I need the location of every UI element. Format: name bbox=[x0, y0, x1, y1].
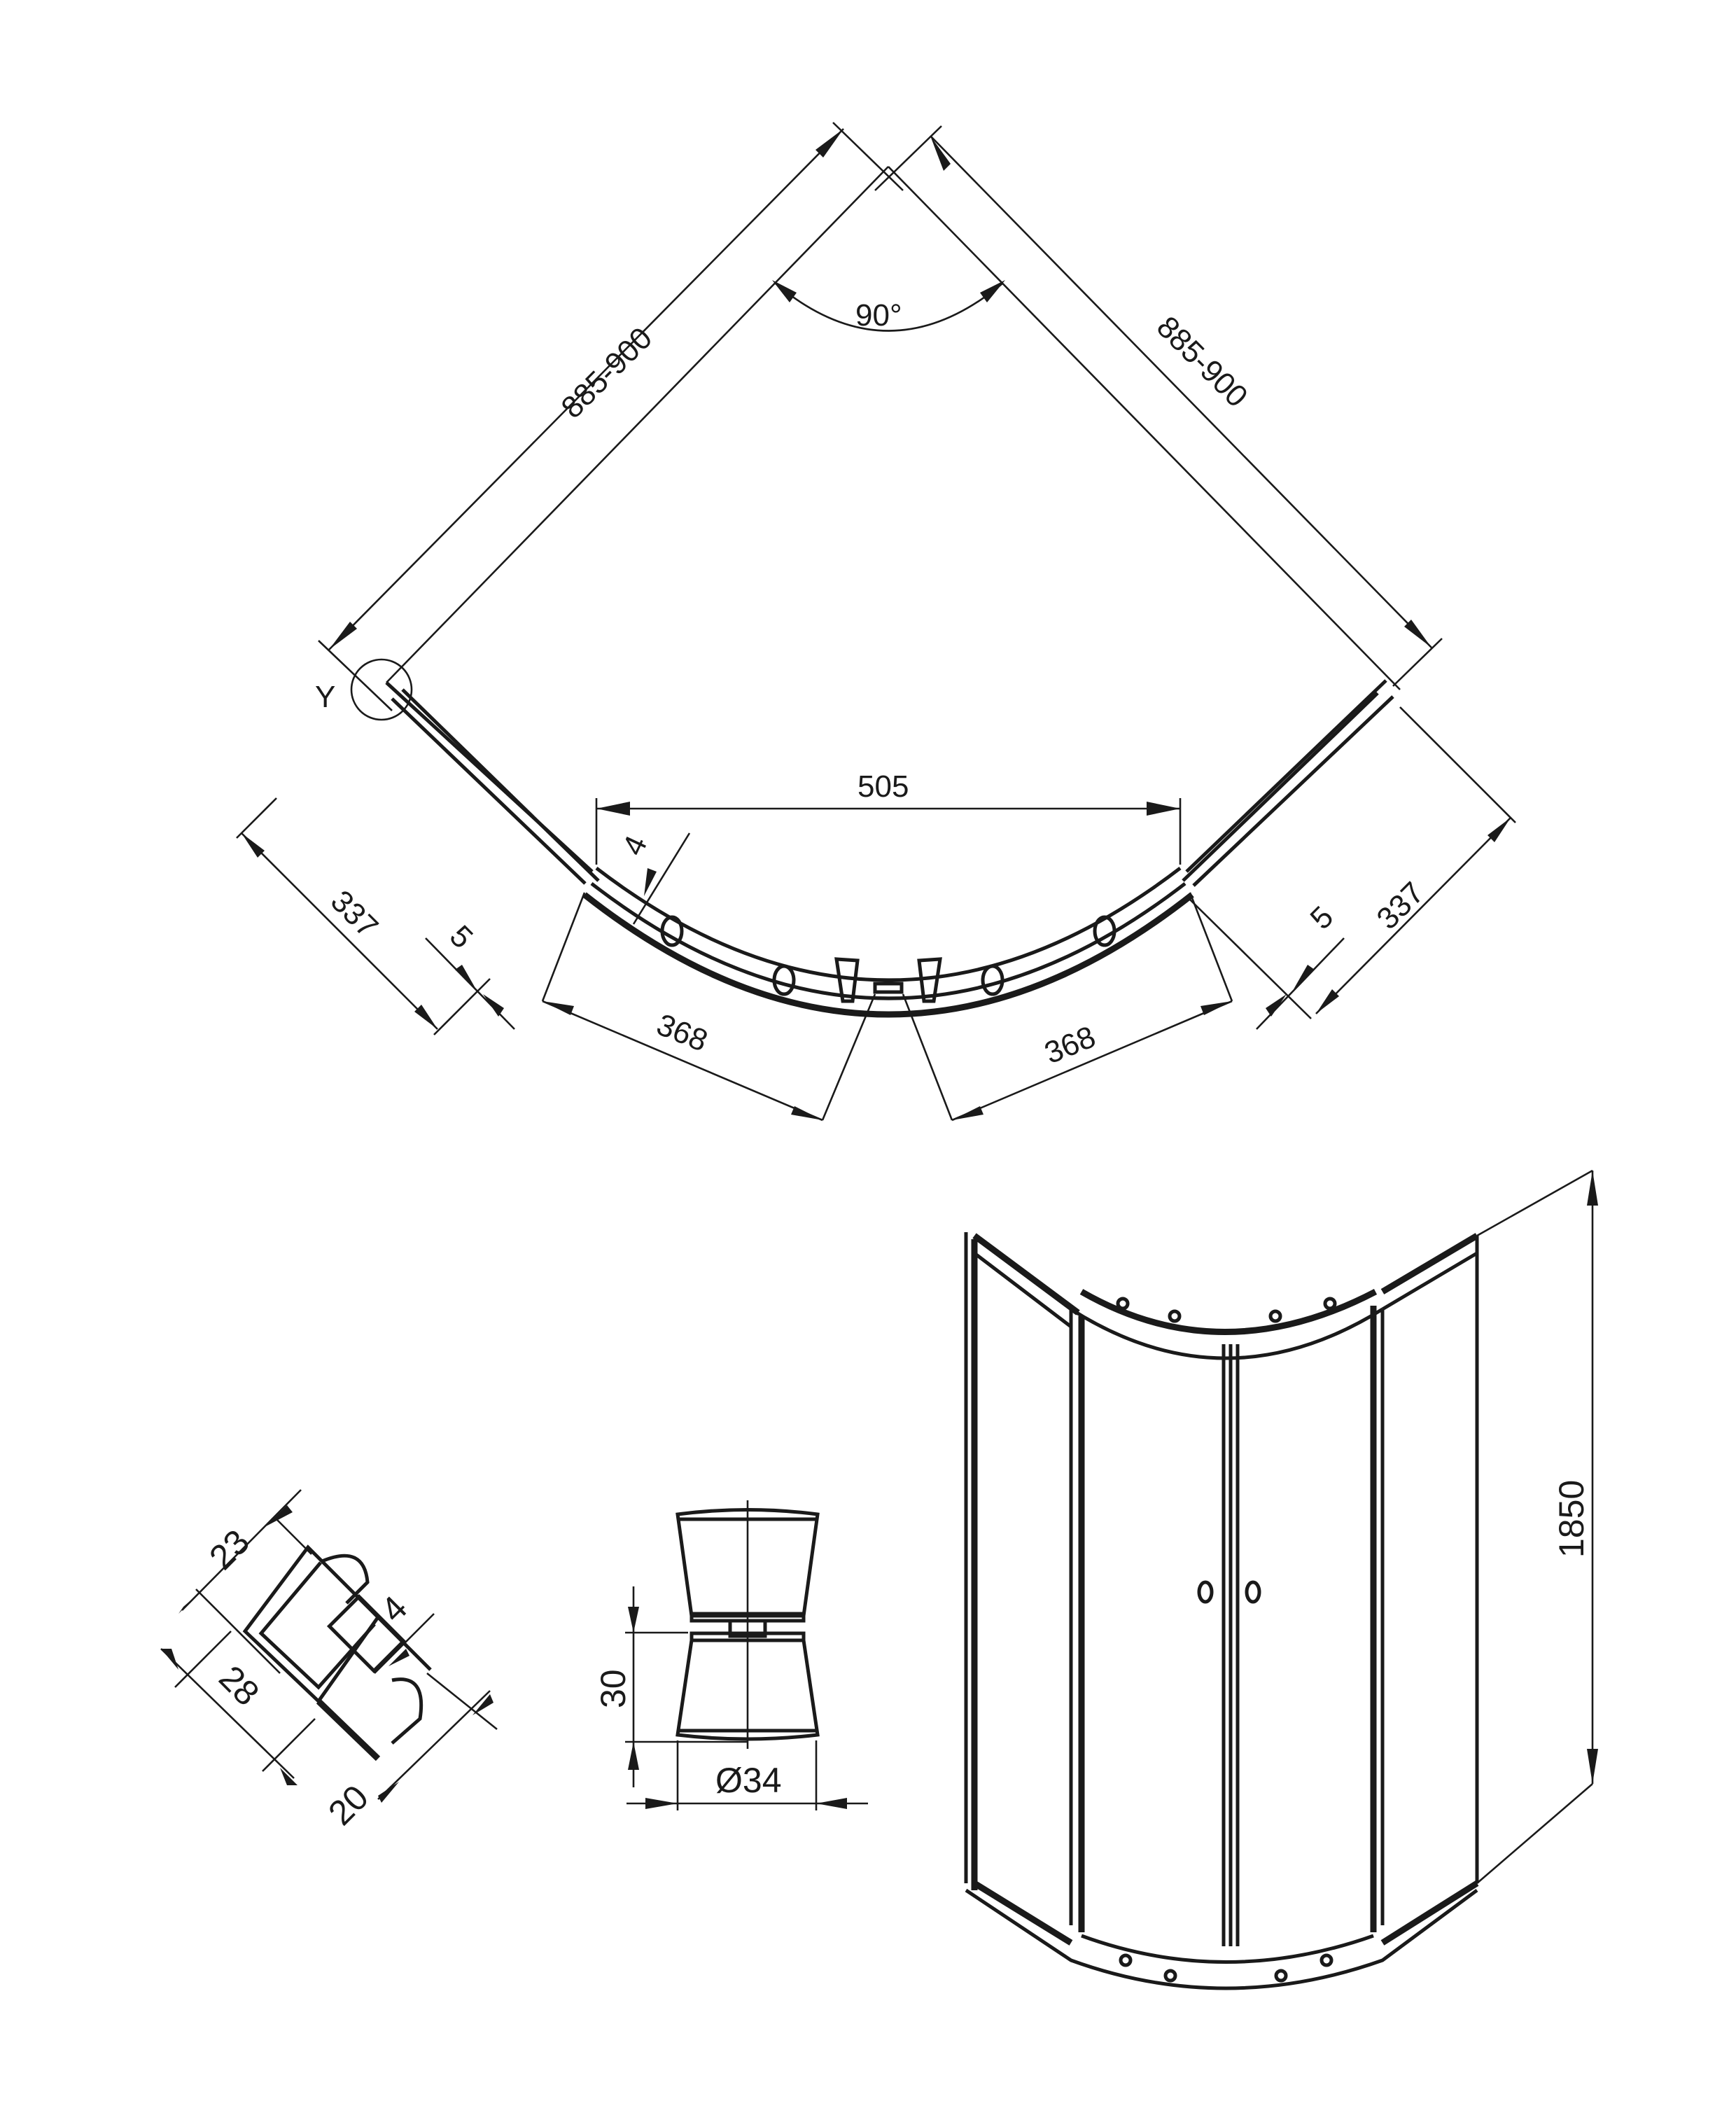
roller bbox=[1268, 1309, 1282, 1323]
arrowhead bbox=[414, 1005, 438, 1029]
curved-doors bbox=[582, 867, 1194, 1018]
dim-line-wall-right bbox=[930, 135, 1432, 648]
wall-right-line bbox=[888, 166, 1401, 690]
detail-y-circle bbox=[350, 658, 413, 721]
arrowhead bbox=[1587, 1171, 1598, 1206]
dim-line-fixed-left bbox=[241, 832, 438, 1030]
roller bbox=[1093, 915, 1116, 947]
arrowhead bbox=[161, 1649, 178, 1670]
door-knob bbox=[917, 957, 942, 1003]
arrowhead bbox=[483, 994, 504, 1017]
roller bbox=[1323, 1297, 1337, 1311]
arrowhead bbox=[645, 1798, 678, 1809]
arrowhead bbox=[329, 622, 357, 650]
detail-y-label: Y bbox=[315, 680, 335, 714]
door-knob bbox=[834, 957, 860, 1003]
arrowhead bbox=[178, 1593, 200, 1614]
dim-label-offset-right: 5 bbox=[1303, 900, 1340, 936]
dim-label-knob-height: 30 bbox=[594, 1669, 633, 1708]
arrowhead bbox=[816, 129, 844, 158]
arrowhead bbox=[1404, 620, 1432, 648]
dim-label-opening: 505 bbox=[858, 769, 909, 804]
roller bbox=[1163, 1969, 1177, 1983]
dim-line-wall-left bbox=[328, 128, 844, 650]
top-curved-rail bbox=[1079, 1289, 1378, 1335]
wall-left-line bbox=[386, 166, 889, 683]
arrowhead bbox=[378, 1782, 399, 1803]
roller bbox=[1274, 1969, 1288, 1983]
arrowhead bbox=[280, 1768, 298, 1785]
knob-spacer bbox=[728, 1619, 767, 1638]
plan-view: 885-900 885-900 90° bbox=[236, 122, 1516, 1122]
arrowhead bbox=[241, 833, 265, 858]
arrowhead bbox=[472, 1694, 493, 1715]
arrowhead bbox=[1147, 802, 1180, 816]
knob-detail: 30 Ø34 bbox=[594, 1500, 868, 1810]
dim-label-arc-right: 368 bbox=[1040, 1019, 1100, 1070]
arrowhead bbox=[772, 280, 797, 302]
dim-label-profile-offset: 4 bbox=[616, 830, 654, 860]
arrowhead bbox=[266, 1505, 293, 1526]
arrowhead bbox=[455, 965, 476, 989]
roller bbox=[1168, 1309, 1182, 1323]
dim-line-arc-left bbox=[542, 1000, 823, 1122]
door-handle bbox=[1197, 1580, 1214, 1604]
arrowhead bbox=[816, 1798, 847, 1809]
elevation-view: 1850 bbox=[964, 1169, 1598, 1990]
door-handle bbox=[1245, 1580, 1261, 1604]
roller bbox=[772, 964, 796, 996]
dim-label-profile-a: 23 bbox=[202, 1522, 257, 1577]
knob-top bbox=[676, 1508, 820, 1618]
arrowhead bbox=[930, 136, 951, 171]
arrowhead bbox=[1316, 989, 1339, 1014]
arrowhead bbox=[644, 868, 657, 896]
angle-label: 90° bbox=[855, 298, 902, 333]
dim-label-wall-right: 885-900 bbox=[1150, 309, 1254, 414]
roller bbox=[1119, 1953, 1133, 1967]
dim-label-height: 1850 bbox=[1552, 1480, 1591, 1558]
arrowhead bbox=[628, 1742, 639, 1770]
dim-label-fixed-left: 337 bbox=[324, 884, 385, 944]
fixed-panel-left bbox=[385, 681, 600, 885]
dim-label-wall-left: 885-900 bbox=[554, 321, 659, 425]
arrowhead bbox=[1587, 1749, 1598, 1784]
dim-label-knob-diameter: Ø34 bbox=[715, 1761, 782, 1800]
profile-detail: 23 28 20 4 bbox=[160, 1489, 498, 1833]
bottom-curved-rail bbox=[1081, 1934, 1374, 1964]
fixed-panel-right bbox=[1182, 679, 1394, 887]
dim-line-arc-right bbox=[951, 1000, 1233, 1122]
roller bbox=[1320, 1953, 1334, 1967]
arrowhead bbox=[1294, 965, 1315, 989]
arrowhead bbox=[388, 1649, 410, 1666]
arrowhead bbox=[952, 1106, 983, 1120]
arrowhead bbox=[628, 1607, 639, 1633]
angle-arc bbox=[775, 282, 1003, 332]
arrowhead bbox=[1488, 818, 1511, 842]
arrowhead bbox=[791, 1106, 822, 1120]
dim-label-offset-left: 5 bbox=[443, 919, 479, 955]
roller bbox=[981, 964, 1004, 996]
dim-label-fixed-right: 337 bbox=[1370, 876, 1431, 937]
arrowhead bbox=[596, 802, 630, 816]
dim-label-profile-c: 20 bbox=[321, 1778, 376, 1833]
arrowhead bbox=[980, 280, 1005, 302]
dim-label-profile-d: 4 bbox=[373, 1589, 414, 1630]
roller bbox=[1116, 1297, 1130, 1311]
knob-bottom bbox=[676, 1638, 820, 1741]
arrowhead bbox=[1200, 1001, 1232, 1015]
roller bbox=[660, 915, 684, 947]
arrowhead bbox=[1266, 994, 1287, 1017]
dim-line-fixed-right bbox=[1315, 817, 1511, 1014]
arrowhead bbox=[542, 1001, 574, 1015]
